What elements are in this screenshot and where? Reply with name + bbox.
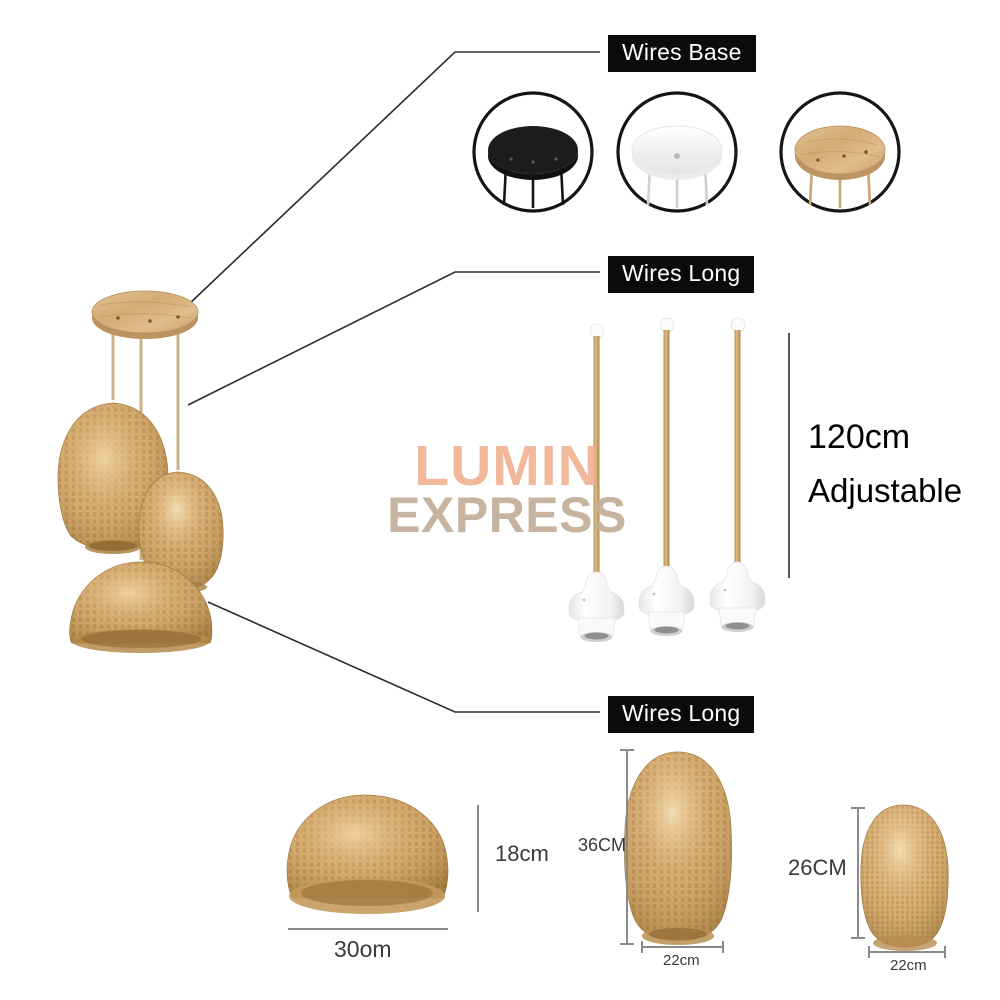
cord-2 <box>638 317 695 636</box>
hero-shade-dome <box>69 561 213 653</box>
shade-tall-illustration <box>620 749 732 953</box>
base-option-wood-illustration <box>779 91 901 213</box>
leader-line-wires-base <box>187 51 600 306</box>
hero-product-illustration <box>57 290 224 653</box>
watermark: LUMIN EXPRESS <box>372 434 642 544</box>
dim-line-short-height <box>851 807 865 939</box>
shade-short-illustration <box>851 804 949 958</box>
dim-label-short-height: 26CM <box>788 855 847 880</box>
cord-3 <box>709 317 766 632</box>
dim-label-dome-width: 30om <box>334 936 392 962</box>
dim-label-short-width: 22cm <box>890 957 927 974</box>
base-option-black-illustration <box>472 91 594 213</box>
watermark-line-1: LUMIN <box>414 434 600 498</box>
section-label-wires-base: Wires Base <box>608 35 756 72</box>
length-callout: 120cm Adjustable <box>808 420 998 507</box>
length-note: Adjustable <box>808 472 963 509</box>
shade-dome-illustration <box>286 794 479 930</box>
dim-label-tall-height: 36CM <box>578 835 627 855</box>
leader-line-wires-long <box>187 271 600 406</box>
hero-shade-tall <box>57 402 169 554</box>
cord-1 <box>568 323 625 642</box>
dim-label-dome-height: 18cm <box>495 841 549 866</box>
hero-shade-short <box>138 471 224 593</box>
base-option-white-illustration <box>616 91 738 213</box>
cord-illustrations <box>568 317 790 642</box>
section-label-wires-long: Wires Long <box>608 256 755 293</box>
section-label-shades: Wires Long <box>608 696 755 733</box>
leader-line-shades <box>207 601 600 713</box>
length-value: 120cm <box>808 418 911 456</box>
leader-lines <box>187 51 600 713</box>
dim-label-tall-width: 22cm <box>663 952 700 969</box>
watermark-line-2: EXPRESS <box>387 487 627 544</box>
